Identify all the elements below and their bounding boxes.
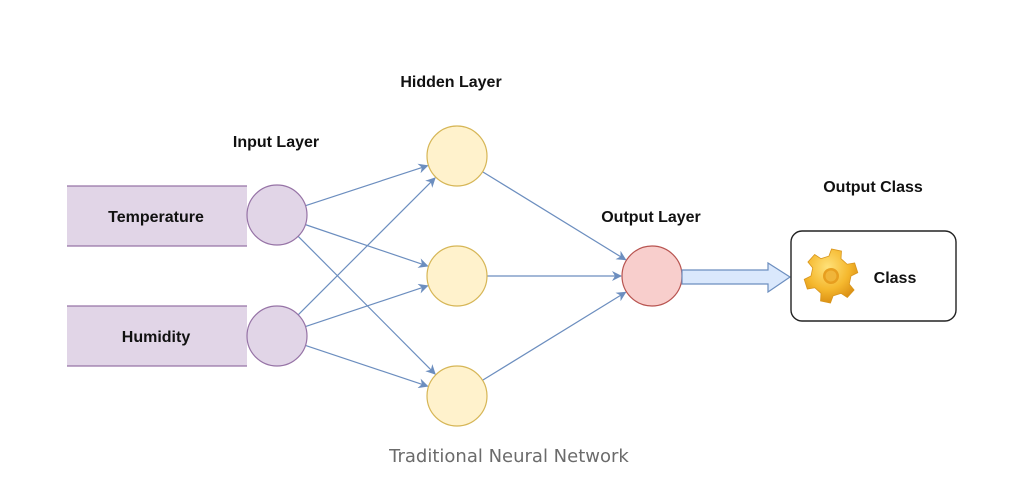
hidden-node-2 bbox=[426, 245, 488, 307]
input-feature-label: Humidity bbox=[122, 329, 191, 346]
nodes bbox=[246, 125, 683, 427]
connections bbox=[297, 163, 627, 389]
edge-input-1-to-hidden-2 bbox=[305, 224, 429, 268]
input-layer-title: Input Layer bbox=[233, 134, 319, 151]
edge-hidden-3-to-output-1 bbox=[482, 291, 627, 381]
input-feature-label: Temperature bbox=[108, 209, 204, 226]
output-class-title: Output Class bbox=[823, 179, 923, 196]
edge-input-2-to-hidden-3 bbox=[305, 344, 429, 389]
figure-caption: Traditional Neural Network bbox=[389, 446, 629, 467]
hidden-node-1 bbox=[426, 125, 488, 187]
class-box: Class bbox=[790, 230, 957, 322]
edge-input-2-to-hidden-1 bbox=[297, 177, 436, 316]
class-label: Class bbox=[874, 270, 917, 287]
gear-icon bbox=[803, 248, 859, 304]
output-layer-title: Output Layer bbox=[601, 209, 701, 226]
input-feature-temperature: Temperature bbox=[67, 185, 247, 247]
input-feature-humidity: Humidity bbox=[67, 305, 247, 367]
input-node-2 bbox=[246, 305, 308, 367]
input-node-1 bbox=[246, 184, 308, 246]
edge-hidden-1-to-output-1 bbox=[482, 171, 627, 261]
edge-input-2-to-hidden-2 bbox=[305, 283, 429, 328]
hidden-layer-title: Hidden Layer bbox=[400, 74, 501, 91]
output-node-1 bbox=[621, 245, 683, 307]
edge-input-1-to-hidden-3 bbox=[297, 235, 436, 375]
hidden-node-3 bbox=[426, 365, 488, 427]
output-to-class-arrow bbox=[681, 261, 792, 294]
edge-input-1-to-hidden-1 bbox=[305, 163, 429, 207]
